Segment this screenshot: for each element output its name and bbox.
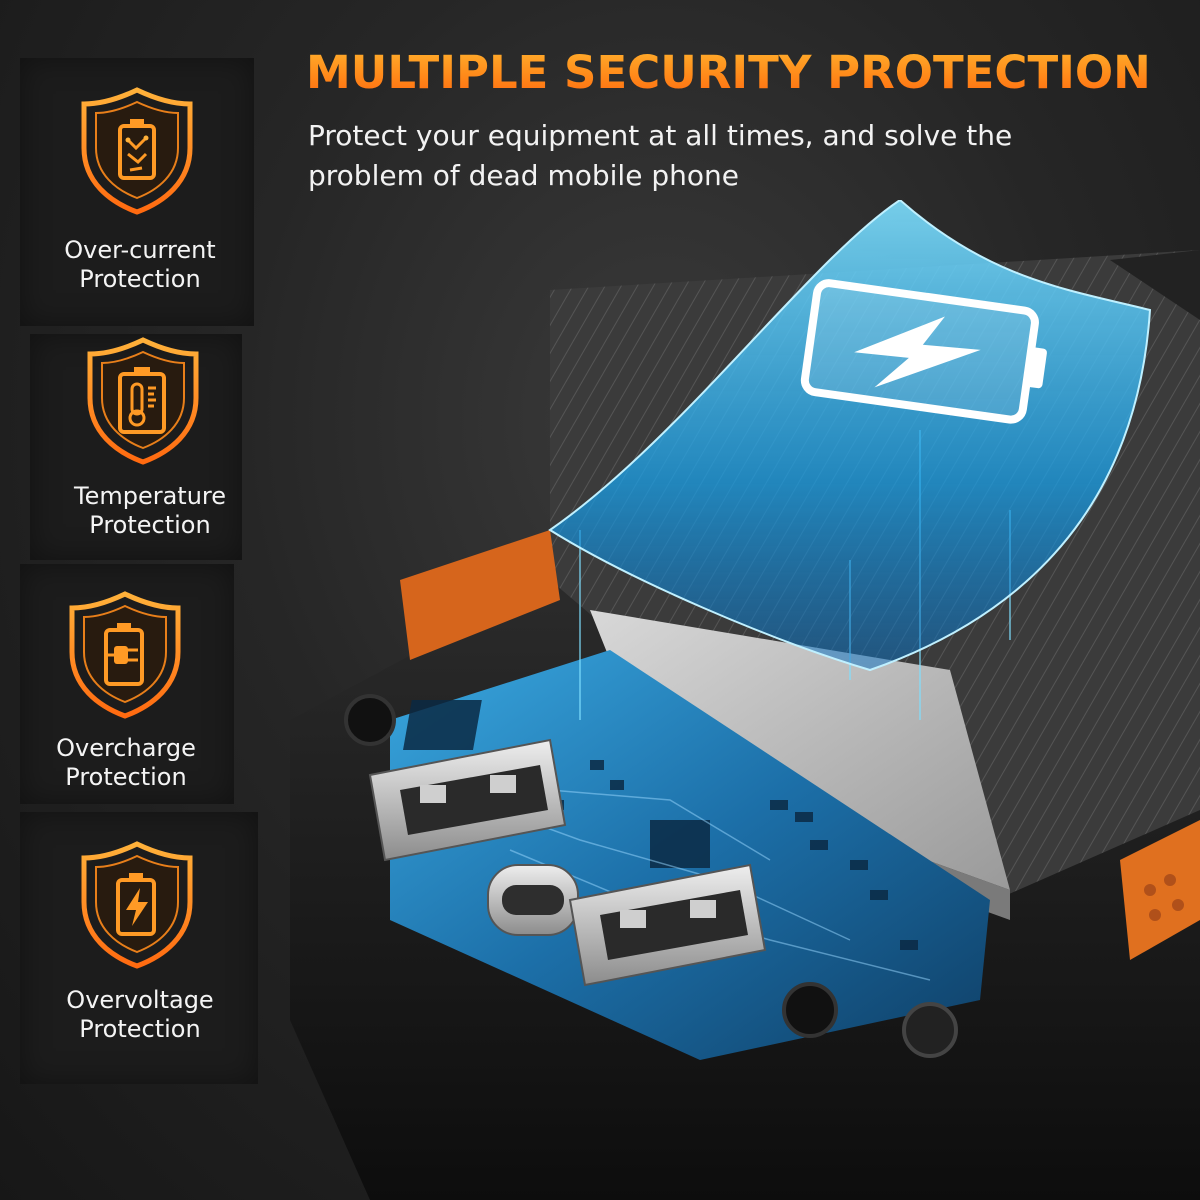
- feature-label-line1: Overcharge: [56, 734, 196, 762]
- page-title: MULTIPLE SECURITY PROTECTION: [306, 46, 1186, 99]
- page-subtitle: Protect your equipment at all times, and…: [308, 119, 1013, 192]
- feature-label-line2: Protection: [65, 763, 187, 791]
- usb-c-port: [487, 864, 579, 936]
- orange-bumper-left: [400, 530, 560, 660]
- power-bank-illustration: [290, 200, 1200, 1200]
- feature-label-line1: Overvoltage: [66, 986, 214, 1014]
- overcharge-shield-icon: [69, 591, 181, 719]
- feature-label-overvoltage: Overvoltage Protection: [20, 986, 260, 1044]
- feature-label-temperature: Temperature Protection: [30, 482, 270, 540]
- battery-cell: [590, 610, 1010, 890]
- feature-label-line1: Temperature: [73, 482, 227, 510]
- orange-bumper-right: [1120, 820, 1200, 960]
- usb-port-a-1: [368, 738, 567, 862]
- overvoltage-shield-icon: [81, 841, 193, 969]
- feature-label-line2: Protection: [89, 511, 211, 539]
- feature-label-line1: Over-current: [64, 236, 216, 264]
- feature-label-line2: Protection: [79, 265, 201, 293]
- over-current-shield-icon: [81, 87, 193, 215]
- battery-charging-icon: [800, 279, 1047, 424]
- usb-port-a-2: [568, 863, 767, 987]
- feature-label-overcharge: Overcharge Protection: [6, 734, 246, 792]
- temperature-shield-icon: [87, 337, 199, 465]
- feature-label-over-current: Over-current Protection: [20, 236, 260, 294]
- feature-label-line2: Protection: [79, 1015, 201, 1043]
- protection-shield: [548, 200, 1152, 672]
